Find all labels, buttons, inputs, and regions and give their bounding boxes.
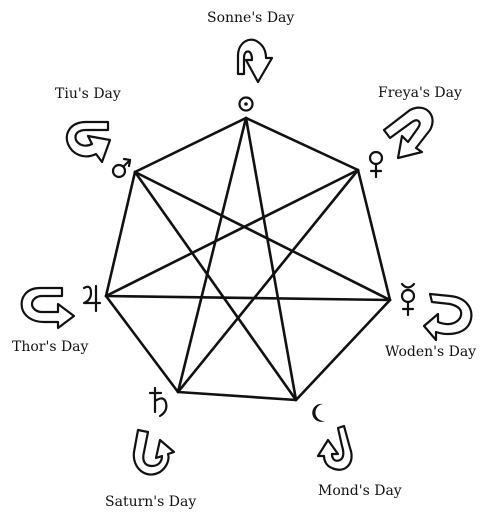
star-venus-saturn: [176, 168, 360, 394]
curved-arrow-icon-mercury: [422, 292, 473, 342]
edge-mars-sun: [133, 116, 248, 174]
day-label-mercury: Woden's Day: [385, 344, 476, 360]
edge-jupiter-mars: [104, 170, 137, 298]
star-saturn-sun: [176, 116, 248, 394]
curved-arrow-icon-jupiter: [20, 286, 76, 330]
star-mercury-jupiter: [104, 294, 392, 302]
edge-sun-venus: [244, 116, 360, 172]
mars-symbol: [111, 157, 132, 179]
edge-moon-saturn: [176, 390, 298, 402]
day-label-jupiter: Thor's Day: [12, 339, 89, 355]
day-label-venus: Freya's Day: [378, 85, 462, 101]
moon-symbol: [312, 403, 325, 422]
day-label-mars: Tiu's Day: [55, 86, 121, 102]
sun-symbol: [238, 96, 254, 112]
edge-venus-mercury: [356, 168, 392, 302]
edge-mercury-moon: [294, 298, 392, 402]
curved-arrow-icon-moon: [316, 424, 353, 471]
saturn-symbol: [148, 386, 168, 418]
curved-arrow-icon-mars: [65, 120, 112, 164]
day-label-sun: Sonne's Day: [207, 10, 294, 26]
venus-symbol: [368, 150, 384, 179]
edge-saturn-jupiter: [104, 294, 180, 394]
curved-arrow-icon-venus: [382, 106, 434, 160]
heptagram-star: [104, 116, 392, 402]
curved-arrow-icon-sun: [236, 38, 274, 84]
day-label-saturn: Saturn's Day: [105, 494, 196, 510]
curved-arrow-icon-saturn: [132, 428, 176, 476]
mercury-symbol: [400, 282, 416, 317]
star-moon-mars: [133, 170, 298, 402]
star-sun-moon: [244, 116, 298, 402]
day-label-moon: Mond's Day: [318, 483, 402, 499]
heptagon-outline: [104, 116, 392, 402]
star-jupiter-venus: [104, 168, 360, 298]
star-mars-mercury: [133, 170, 392, 302]
jupiter-symbol: [82, 284, 102, 313]
